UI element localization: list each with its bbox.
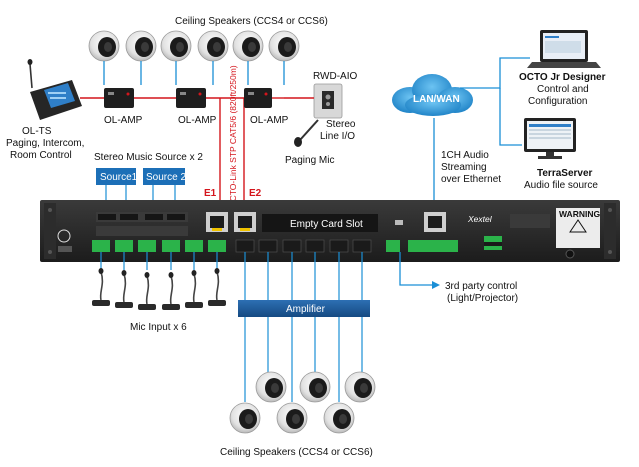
certification-marks-icon (57, 229, 72, 252)
ceiling-speaker-icon (276, 402, 308, 434)
ceiling-speaker-icon (268, 30, 300, 62)
source1-label: Source1 (100, 172, 138, 183)
gooseneck-mic-icon (161, 271, 181, 311)
mic-wires (100, 252, 218, 270)
network-rj45-port (424, 212, 446, 232)
paging-mic-label: Paging Mic (285, 155, 334, 166)
amplifier-label: Amplifier (286, 304, 326, 315)
amp-label-2: OL-AMP (178, 115, 217, 126)
e2-rj45-port (234, 212, 256, 232)
bottom-speaker-wires (244, 317, 363, 402)
octolink-chain (80, 97, 284, 210)
ceiling-speaker-icon (255, 371, 287, 403)
source1-box (96, 168, 136, 185)
gooseneck-mic-icon (114, 269, 134, 309)
gooseneck-mic-icon (207, 267, 227, 307)
brand-logo: Xextel (467, 214, 493, 224)
octo-designer-title: OCTO Jr Designer (519, 72, 606, 83)
warning-triangle-icon (569, 219, 587, 233)
octo-designer-line2: Control and (537, 84, 589, 95)
e1-label: E1 (204, 188, 217, 199)
bottom-speakers-label: Ceiling Speakers (CCS4 or CCS6) (220, 447, 373, 458)
model-plate (510, 214, 550, 228)
mic-input-label: Mic Input x 6 (130, 322, 187, 333)
terraserver-title: TerraServer (537, 168, 593, 179)
ceiling-speaker-icon (160, 30, 192, 62)
rwd-aio-wallplate-icon (313, 83, 343, 119)
ceiling-speaker-icon (232, 30, 264, 62)
bottom-speakers (229, 371, 376, 434)
streaming-line3: over Ethernet (441, 174, 501, 185)
gooseneck-mic-icon (137, 271, 157, 311)
output-terminals (235, 239, 372, 253)
stereo-source-label: Stereo Music Source x 2 (94, 152, 203, 163)
empty-card-slot-label: Empty Card Slot (290, 219, 363, 230)
third-party-line1: 3rd party control (445, 281, 517, 292)
source2-box (143, 168, 185, 185)
e1-rj45-port (206, 212, 228, 232)
gooseneck-mic-icon (184, 269, 204, 309)
ground-screw-icon (565, 249, 575, 259)
octo-designer-line3: Configuration (528, 96, 587, 107)
cloud-icon (392, 74, 473, 116)
e2-label: E2 (249, 188, 262, 199)
top-speakers-label: Ceiling Speakers (CCS4 or CCS6) (175, 16, 328, 27)
amplifier-bar (238, 300, 370, 317)
network-wires (433, 57, 530, 212)
terraserver-line2: Audio file source (524, 180, 598, 191)
third-party-line2: (Light/Projector) (447, 293, 518, 304)
monitor-icon (524, 118, 576, 159)
paging-mic-icon (294, 119, 319, 147)
olts-title: OL-TS (22, 126, 52, 137)
ceiling-speaker-icon (125, 30, 157, 62)
third-party-wire (399, 252, 432, 286)
output-wires (244, 252, 363, 300)
gpio-terminals (386, 240, 458, 252)
ceiling-speaker-icon (229, 402, 261, 434)
stereo-input-ports (96, 212, 188, 236)
stp-cable-label: OCTO-Link STP CAT5/6 (820ft/250m) (228, 65, 238, 208)
amp-label-3: OL-AMP (250, 115, 289, 126)
ol-amp-1 (104, 88, 134, 108)
ceiling-speaker-icon (323, 402, 355, 434)
rwd-line2: Line I/O (320, 131, 355, 142)
ceiling-speaker-icon (344, 371, 376, 403)
usb-port (395, 220, 403, 225)
top-speakers (88, 30, 300, 62)
ceiling-speaker-icon (197, 30, 229, 62)
warning-label (556, 208, 600, 248)
olts-line3: Room Control (10, 150, 72, 161)
top-speaker-wires (103, 61, 285, 85)
source2-label: Source 2 (146, 172, 186, 183)
ol-amp-2 (176, 88, 206, 108)
streaming-line2: Streaming (441, 162, 487, 173)
olts-touch-panel-icon (27, 59, 82, 120)
gooseneck-mic-icon (91, 267, 111, 307)
warning-text: WARNING (559, 209, 600, 219)
olts-line2: Paging, Intercom, (6, 138, 84, 149)
streaming-line1: 1CH Audio (441, 150, 489, 161)
rwd-line1: Stereo (326, 119, 356, 130)
lan-wan-label: LAN/WAN (413, 94, 460, 105)
laptop-icon (527, 30, 601, 68)
arrow-right-icon (432, 281, 440, 289)
empty-card-slot (262, 214, 378, 232)
ceiling-speaker-icon (88, 30, 120, 62)
mic-input-terminals (92, 240, 226, 252)
rwd-title: RWD-AIO (313, 71, 357, 82)
amp-label-1: OL-AMP (104, 115, 143, 126)
ceiling-speaker-icon (299, 371, 331, 403)
ol-amp-3 (244, 88, 272, 108)
